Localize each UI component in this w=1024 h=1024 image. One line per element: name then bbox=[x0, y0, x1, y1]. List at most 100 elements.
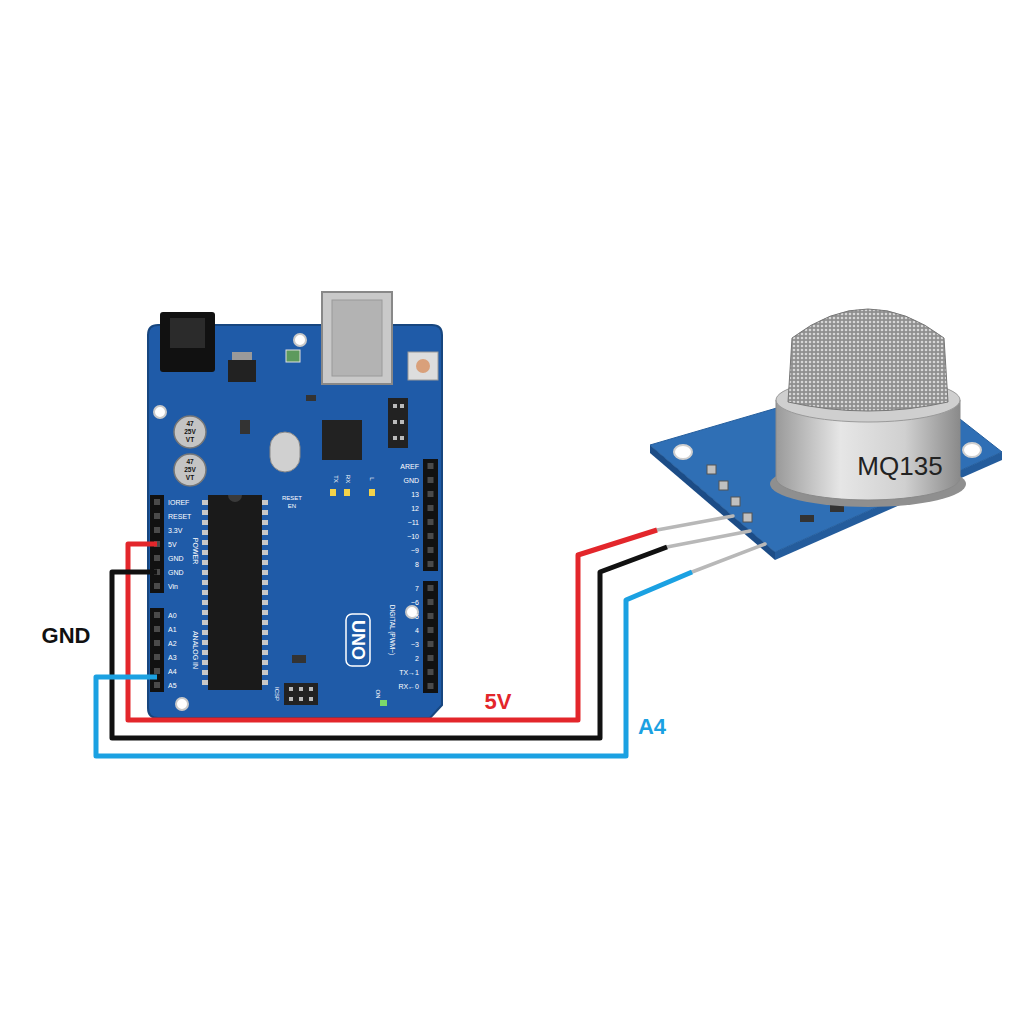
header-label: POWER bbox=[192, 538, 199, 564]
icsp-header bbox=[388, 398, 408, 448]
pin-label: GND bbox=[403, 477, 419, 484]
crystal bbox=[270, 432, 300, 472]
pin-label: A5 bbox=[168, 682, 177, 689]
digital-header bbox=[423, 581, 438, 693]
header-pin bbox=[400, 420, 404, 424]
chip-notch bbox=[228, 495, 242, 502]
pin-label: RESET bbox=[168, 513, 191, 520]
usb-face bbox=[332, 300, 382, 376]
pin-label: A3 bbox=[168, 654, 177, 661]
wire-5v bbox=[128, 530, 657, 720]
pin-label: 8 bbox=[415, 561, 419, 568]
dc-jack bbox=[160, 312, 215, 372]
pin-label: ~10 bbox=[407, 533, 419, 540]
wire-a4 bbox=[96, 572, 692, 756]
header-label: DIGITAL (PWM~) bbox=[389, 605, 396, 655]
led bbox=[330, 489, 336, 496]
pin-label: 3.3V bbox=[168, 527, 182, 534]
pin-label: RX←0 bbox=[398, 683, 419, 690]
header-label: ANALOG IN bbox=[192, 631, 199, 669]
mounting-hole bbox=[963, 443, 981, 457]
reset-button bbox=[408, 352, 438, 380]
pin-label: A4 bbox=[168, 668, 177, 675]
digital-header-holes bbox=[423, 459, 438, 571]
header-pin bbox=[657, 516, 733, 530]
header-pin bbox=[299, 687, 303, 691]
header-pin bbox=[400, 404, 404, 408]
usb-chip bbox=[322, 420, 362, 460]
pin-label: AREF bbox=[400, 463, 419, 470]
chip-legs bbox=[202, 498, 208, 688]
digital-header bbox=[423, 459, 438, 571]
regulator-tab bbox=[232, 352, 252, 360]
header-pin bbox=[393, 420, 397, 424]
header-pin bbox=[400, 436, 404, 440]
microcontroller bbox=[208, 495, 262, 690]
silkscreen-label: RX bbox=[345, 475, 351, 483]
chip-legs bbox=[262, 498, 268, 688]
mounting-hole bbox=[294, 334, 306, 346]
pin-label: 13 bbox=[411, 491, 419, 498]
pin-label: 12 bbox=[411, 505, 419, 512]
board-logo: UNO bbox=[349, 620, 367, 660]
led bbox=[369, 489, 375, 496]
header-pin bbox=[393, 436, 397, 440]
pin-label: IOREF bbox=[168, 499, 189, 506]
smd-part bbox=[800, 515, 814, 522]
pin-label: TX→1 bbox=[399, 669, 419, 676]
header-pin bbox=[393, 404, 397, 408]
mounting-hole bbox=[176, 698, 188, 710]
capacitor bbox=[174, 454, 206, 486]
wire-gnd bbox=[112, 547, 667, 738]
logo-frame bbox=[346, 614, 370, 666]
reset-button-cap bbox=[416, 359, 430, 373]
pin-label: GND bbox=[168, 555, 184, 562]
pin-label: 2 bbox=[415, 655, 419, 662]
capacitor-marking: 47 bbox=[186, 459, 193, 466]
header-pin bbox=[289, 687, 293, 691]
silkscreen-label: ON bbox=[375, 690, 381, 699]
silkscreen-label: RESET bbox=[282, 495, 302, 501]
pin-label: ~3 bbox=[411, 641, 419, 648]
header-pin bbox=[309, 687, 313, 691]
led bbox=[380, 700, 387, 706]
solder-pad bbox=[731, 497, 740, 506]
usb-connector bbox=[322, 292, 392, 384]
solder-pad bbox=[743, 513, 752, 522]
pin-label: 7 bbox=[415, 585, 419, 592]
header-pin bbox=[667, 531, 750, 547]
fuse bbox=[286, 350, 300, 362]
mounting-hole bbox=[674, 445, 692, 459]
smd-part bbox=[306, 395, 316, 401]
capacitor-marking: 25V bbox=[184, 467, 196, 474]
solder-pad bbox=[707, 465, 716, 474]
capacitor-marking: 47 bbox=[186, 421, 193, 428]
capacitor-marking: 25V bbox=[184, 429, 196, 436]
capacitor bbox=[174, 416, 206, 448]
header-pin bbox=[299, 697, 303, 701]
silkscreen-label: L bbox=[369, 477, 375, 480]
smd-part bbox=[292, 655, 306, 663]
wire-label: GND bbox=[42, 625, 91, 647]
digital-header-holes bbox=[423, 581, 438, 693]
icsp-header bbox=[284, 683, 318, 705]
pin-label: ~6 bbox=[411, 599, 419, 606]
header-pin bbox=[309, 697, 313, 701]
silkscreen-label: EN bbox=[288, 503, 296, 509]
voltage-regulator bbox=[228, 360, 256, 382]
sensor-marking: MQ135 bbox=[857, 453, 942, 479]
pin-label: 5V bbox=[168, 541, 177, 548]
pin-label: 4 bbox=[415, 627, 419, 634]
arduino-board bbox=[148, 325, 442, 718]
pin-label: ~5 bbox=[411, 613, 419, 620]
header-pin bbox=[289, 697, 293, 701]
wire-label: 5V bbox=[485, 691, 512, 713]
header-pin bbox=[692, 544, 765, 572]
wire-label: A4 bbox=[638, 716, 666, 738]
dc-jack-opening bbox=[170, 318, 205, 348]
pin-label: A0 bbox=[168, 612, 177, 619]
pin-label: ~9 bbox=[411, 547, 419, 554]
silkscreen-label: ICSP bbox=[274, 687, 280, 701]
